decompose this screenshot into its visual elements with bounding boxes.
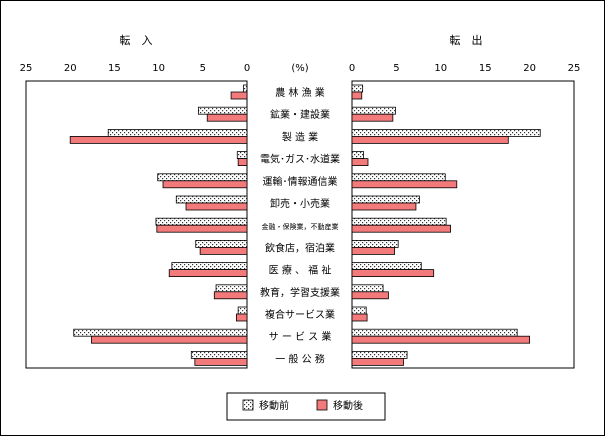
legend: 移動前 移動後 bbox=[226, 392, 386, 421]
bar-left-after-6 bbox=[156, 224, 248, 233]
unit-label: (%) bbox=[291, 63, 308, 74]
bar-left-after-12 bbox=[194, 357, 248, 366]
legend-label-after: 移動後 bbox=[333, 399, 363, 412]
bar-right-after-3 bbox=[351, 158, 369, 167]
bar-left-after-10 bbox=[235, 313, 248, 322]
legend-swatch-after bbox=[316, 399, 328, 411]
category-label-12: 一 般 公 務 bbox=[275, 352, 325, 365]
bar-left-before-0 bbox=[243, 84, 248, 93]
right-axis-tick-labels: 0 5 10 15 20 25 bbox=[349, 63, 581, 74]
right-panel-title: 転 出 bbox=[450, 33, 483, 47]
bar-right-before-8 bbox=[351, 262, 422, 271]
tick-label-left-5: 0 bbox=[244, 63, 250, 74]
bar-left-before-7 bbox=[195, 239, 248, 248]
category-label-4: 運輸･情報通信業 bbox=[263, 175, 338, 188]
category-label-11: サ ー ビ ス 業 bbox=[269, 330, 332, 343]
tick-label-right-4: 20 bbox=[523, 63, 536, 74]
bar-right-after-10 bbox=[351, 313, 368, 322]
tick-label-right-0: 0 bbox=[349, 63, 355, 74]
bar-right-before-2 bbox=[351, 128, 541, 137]
bar-left-before-12 bbox=[190, 350, 248, 359]
category-label-10: 複合サービス業 bbox=[265, 308, 335, 321]
bar-left-after-1 bbox=[206, 113, 248, 122]
bar-left-after-2 bbox=[69, 135, 248, 144]
tick-label-left-3: 10 bbox=[152, 63, 165, 74]
left-axis-tick-labels: 25 20 15 10 5 0 bbox=[20, 63, 251, 74]
bar-right-before-4 bbox=[351, 173, 446, 182]
bar-right-before-6 bbox=[351, 217, 447, 226]
bar-left-before-8 bbox=[171, 262, 248, 271]
bar-left-before-3 bbox=[236, 151, 248, 160]
bar-left-after-0 bbox=[230, 91, 248, 100]
bar-right-after-5 bbox=[351, 202, 417, 211]
bar-right-after-6 bbox=[351, 224, 451, 233]
category-label-8: 医 療 、 福 祉 bbox=[269, 264, 332, 277]
legend-swatch-before bbox=[242, 399, 254, 411]
bar-right-after-8 bbox=[351, 269, 435, 278]
bar-right-after-11 bbox=[351, 335, 531, 344]
bar-right-after-12 bbox=[351, 357, 404, 366]
tick-label-left-2: 15 bbox=[108, 63, 121, 74]
tick-label-left-0: 25 bbox=[20, 63, 33, 74]
bar-left-before-4 bbox=[157, 173, 248, 182]
bar-left-after-3 bbox=[237, 158, 248, 167]
category-label-3: 電気･ガス･水道業 bbox=[260, 153, 340, 166]
bar-left-before-11 bbox=[73, 328, 248, 337]
bar-right-before-10 bbox=[351, 306, 367, 315]
bar-right-before-3 bbox=[351, 151, 364, 160]
bar-right-after-0 bbox=[351, 91, 363, 100]
bar-left-before-1 bbox=[197, 106, 248, 115]
bar-right-before-5 bbox=[351, 195, 420, 204]
bar-right-before-0 bbox=[351, 84, 364, 93]
bar-left-before-6 bbox=[155, 217, 248, 226]
tick-label-right-1: 5 bbox=[393, 63, 399, 74]
bar-left-before-10 bbox=[237, 306, 248, 315]
bar-left-before-5 bbox=[175, 195, 248, 204]
bar-right-before-1 bbox=[351, 106, 396, 115]
bar-left-before-2 bbox=[107, 128, 248, 137]
bar-left-after-5 bbox=[185, 202, 248, 211]
category-label-6: 金融・保険業，不動産業 bbox=[262, 222, 339, 231]
bar-left-after-7 bbox=[199, 246, 248, 255]
bar-right-before-12 bbox=[351, 350, 408, 359]
bar-left-after-9 bbox=[213, 291, 248, 300]
bar-right-after-2 bbox=[351, 135, 509, 144]
category-label-0: 農 林 漁 業 bbox=[275, 86, 325, 99]
left-panel-bars bbox=[69, 84, 248, 366]
bar-left-after-4 bbox=[162, 180, 248, 189]
bar-right-before-9 bbox=[351, 284, 384, 293]
outer-border bbox=[0, 0, 605, 436]
bar-right-after-4 bbox=[351, 180, 458, 189]
tick-label-left-4: 5 bbox=[200, 63, 206, 74]
bar-left-after-8 bbox=[168, 269, 248, 278]
tick-label-right-2: 10 bbox=[434, 63, 447, 74]
right-panel-bars bbox=[351, 84, 541, 366]
bar-right-before-11 bbox=[351, 328, 518, 337]
tick-label-left-1: 20 bbox=[64, 63, 77, 74]
bar-right-before-7 bbox=[351, 239, 399, 248]
category-label-1: 鉱業・建設業 bbox=[270, 108, 330, 121]
category-label-5: 卸売・小売業 bbox=[270, 197, 330, 210]
tick-label-right-3: 15 bbox=[479, 63, 492, 74]
bar-left-after-11 bbox=[91, 335, 248, 344]
bar-right-after-1 bbox=[351, 113, 394, 122]
bar-right-after-7 bbox=[351, 246, 396, 255]
bar-right-after-9 bbox=[351, 291, 389, 300]
category-label-9: 教育，学習支援業 bbox=[260, 286, 340, 299]
category-label-2: 製 造 業 bbox=[282, 130, 318, 143]
left-panel-title: 転 入 bbox=[120, 34, 153, 47]
tick-label-right-5: 25 bbox=[568, 63, 581, 74]
category-label-7: 飲食店，宿泊業 bbox=[265, 241, 335, 254]
bar-left-before-9 bbox=[215, 284, 248, 293]
legend-label-before: 移動前 bbox=[259, 399, 289, 412]
